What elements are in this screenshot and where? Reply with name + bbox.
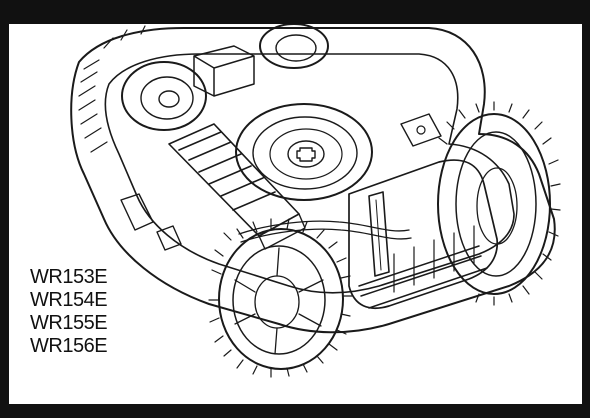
mounting-bracket [400, 113, 442, 147]
model-label: WR154E [30, 289, 108, 311]
top-border [0, 0, 590, 24]
rear-housing-bumper [358, 245, 488, 309]
rear-right-wheel-treads [438, 101, 561, 306]
rear-left-wheel-outer [218, 228, 344, 370]
battery-rail [168, 123, 300, 237]
model-label: WR155E [30, 312, 108, 334]
lift-handle-shadow [375, 199, 382, 271]
rear-left-wheel-rim [232, 245, 326, 355]
bottom-border [0, 404, 590, 418]
front-right-wheel-inner [275, 34, 317, 62]
model-label: WR156E [30, 335, 108, 357]
blade-disc-outer [235, 103, 373, 201]
left-border [0, 0, 9, 418]
shell-rim-ridges [78, 25, 146, 153]
robot-mower-underside-illustration [70, 24, 561, 378]
left-shell-step [120, 193, 182, 251]
front-motor-housing [193, 45, 255, 97]
blade-disc-hub [287, 140, 325, 168]
mower-inner-cavity [104, 53, 515, 294]
front-left-wheel-hub [158, 90, 180, 108]
rear-right-wheel-outer [437, 113, 551, 295]
rear-left-wheel-treads [208, 218, 353, 378]
blade-disc-ring [252, 116, 358, 190]
right-border [582, 0, 590, 418]
rear-housing-slats [393, 225, 475, 293]
model-list: WR153E WR154E WR155E WR156E [30, 266, 108, 358]
front-left-wheel-outer [121, 61, 207, 131]
blade-disc-cross-icon [296, 147, 316, 162]
lift-handle [368, 191, 390, 277]
cable-harness [238, 220, 412, 243]
blade-disc-ring-inner [269, 128, 343, 180]
rear-left-wheel-hub [254, 275, 300, 329]
battery-rail-side [258, 213, 306, 250]
mower-shell-outline [70, 27, 556, 334]
front-left-wheel-inner [140, 76, 194, 120]
front-right-wheel-outer [259, 24, 329, 69]
rear-right-wheel-hub [476, 167, 518, 245]
bracket-screw [416, 125, 426, 135]
rear-right-wheel-rim [455, 131, 537, 277]
rear-left-wheel-spokes [234, 247, 324, 355]
rear-housing [348, 159, 498, 310]
model-label: WR153E [30, 266, 108, 288]
